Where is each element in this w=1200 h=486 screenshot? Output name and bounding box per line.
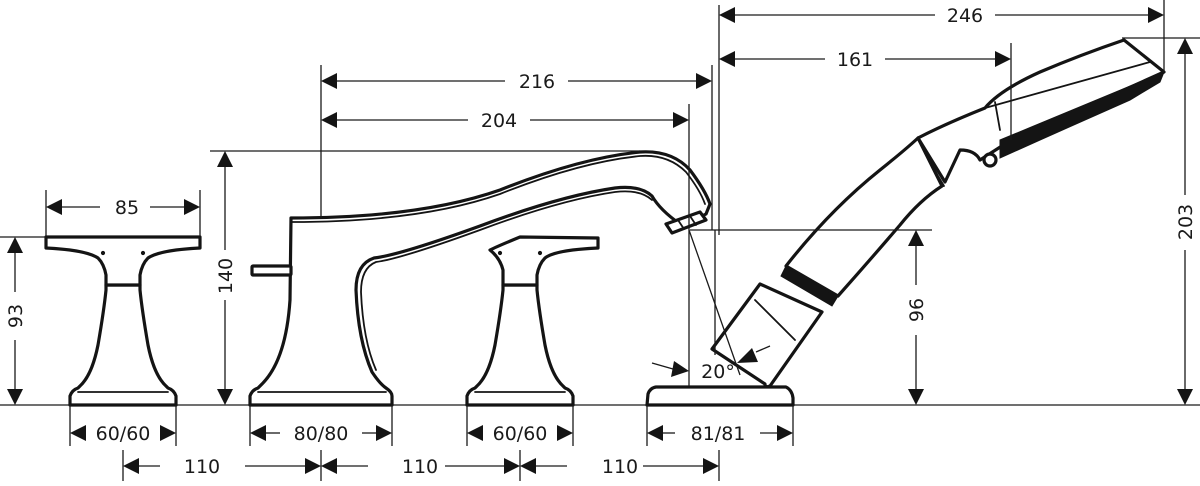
dim-spout-reach-inner: 204 bbox=[321, 104, 690, 225]
label-246: 246 bbox=[947, 5, 983, 27]
dim-shower-reach-head: 161 bbox=[719, 43, 1012, 140]
dim-spacing: 110 110 110 bbox=[122, 450, 720, 481]
label-81-81: 81/81 bbox=[691, 423, 746, 445]
hand-shower bbox=[645, 38, 1166, 407]
dim-left-handle-base: 60/60 bbox=[69, 405, 177, 446]
dim-left-handle-width: 85 bbox=[45, 190, 201, 236]
dim-spout-height: 140 bbox=[210, 150, 640, 405]
dim-shower-reach-total: 246 bbox=[718, 0, 1165, 235]
label-110-1: 110 bbox=[184, 456, 220, 478]
label-20-degrees: 20° bbox=[701, 361, 735, 383]
label-203: 203 bbox=[1175, 204, 1197, 240]
label-140: 140 bbox=[215, 258, 237, 294]
right-handle-valve bbox=[465, 235, 600, 407]
label-110-2: 110 bbox=[402, 456, 438, 478]
label-60-60-right: 60/60 bbox=[493, 423, 548, 445]
dim-spout-base: 80/80 bbox=[249, 405, 393, 446]
label-110-3: 110 bbox=[602, 456, 638, 478]
dim-shower-base: 81/81 bbox=[646, 405, 794, 446]
label-85: 85 bbox=[115, 197, 139, 219]
label-204: 204 bbox=[481, 110, 517, 132]
left-handle-valve bbox=[44, 235, 202, 407]
dim-spout-outlet-height: 96 bbox=[690, 229, 932, 405]
label-93: 93 bbox=[5, 304, 27, 328]
label-80-80: 80/80 bbox=[294, 423, 349, 445]
dim-shower-height: 203 bbox=[1122, 37, 1200, 405]
bath-spout bbox=[248, 150, 712, 407]
label-60-60-left: 60/60 bbox=[96, 423, 151, 445]
label-216: 216 bbox=[519, 71, 555, 93]
dim-left-handle-height: 93 bbox=[0, 236, 46, 405]
label-161: 161 bbox=[837, 49, 873, 71]
dim-spout-reach-outer: 216 bbox=[320, 65, 713, 230]
dim-right-handle-base: 60/60 bbox=[466, 405, 574, 446]
label-96: 96 bbox=[906, 298, 928, 322]
dim-shower-angle: 20° bbox=[651, 226, 771, 386]
